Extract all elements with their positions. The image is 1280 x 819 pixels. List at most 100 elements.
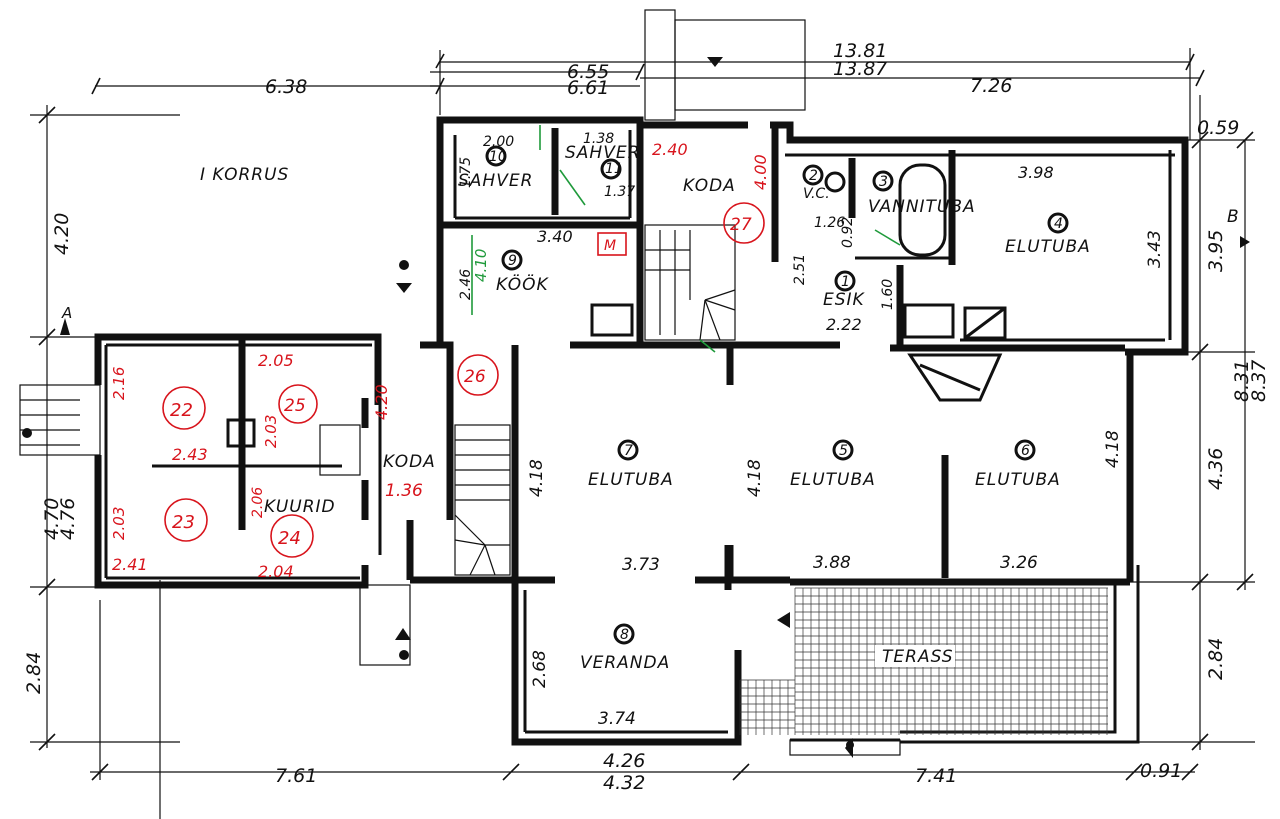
dim-label: 4.18 (527, 459, 547, 497)
dim-label: 3.73 (622, 555, 660, 575)
dim-label: 4.76 (57, 498, 79, 540)
red-note: 2.16 (110, 367, 128, 400)
room-name-koda: KODA (683, 176, 736, 196)
dim-label: 3.40 (537, 227, 573, 246)
dim-label: 3.98 (1018, 163, 1054, 182)
red-note: 4.00 (751, 154, 770, 190)
red-note: 2.04 (258, 562, 294, 581)
red-note: 2.43 (172, 445, 208, 464)
room-name-koda: KODA (383, 452, 436, 472)
dim-label: 13.81 (833, 40, 887, 62)
room-number: 3 (879, 174, 888, 190)
red-note: 22 (170, 400, 193, 421)
dim-label: 4.36 (1205, 448, 1227, 490)
dim-label: 2.84 (1205, 638, 1227, 680)
green-note: 4.10 (472, 249, 490, 282)
section-mark-a: A (61, 304, 72, 322)
dim-label: 8.37 (1248, 360, 1270, 402)
room-name-vannituba: VANNITUBA (868, 197, 976, 217)
section-mark-b: B (1227, 207, 1239, 227)
room-number: 10 (489, 149, 507, 165)
red-note: 2.41 (112, 555, 148, 574)
dim-label: 6.55 (567, 61, 609, 83)
dim-label: 3.74 (598, 709, 636, 729)
red-notes: 2.40 4.00 27 26 22 25 23 24 2.05 2.16 2.… (110, 140, 770, 581)
room-number: 8 (620, 627, 629, 643)
red-note: 24 (278, 528, 301, 549)
dim-label: 3.26 (1000, 553, 1038, 573)
red-note: 4.20 (372, 384, 391, 420)
room-name-veranda: VERANDA (580, 653, 670, 673)
dim-label: 2.22 (826, 315, 862, 334)
room-name-esik: ESIK (823, 290, 866, 310)
dim-label: 3.88 (813, 553, 851, 573)
dim-label: 1.26 (814, 215, 845, 231)
room-name-kuurid: KUURID (264, 497, 336, 517)
terrace-label-bg (875, 645, 955, 667)
dim-label: 6.38 (265, 76, 307, 98)
red-note: 25 (284, 396, 306, 416)
red-note: 2.03 (110, 507, 128, 540)
dim-label: 1.37 (604, 184, 635, 200)
dim-label: 1.75 (458, 157, 474, 188)
dim-label: 4.18 (1103, 430, 1123, 468)
red-note: 2.40 (652, 140, 688, 159)
dim-label: 3.95 (1205, 230, 1227, 272)
room-number: 2 (809, 168, 818, 184)
room-number: 6 (1021, 443, 1030, 459)
green-marks (471, 125, 901, 353)
room-name-terass: TERASS (882, 647, 954, 667)
red-note: 2.03 (262, 415, 280, 448)
dim-label: 2.68 (530, 650, 550, 688)
dim-label: 4.26 (603, 750, 645, 772)
dim-label: 2.46 (458, 269, 474, 300)
dimension-labels: 6.38 6.55 6.61 13.81 13.87 7.26 0.59 3.9… (23, 40, 1270, 794)
staircase-side (454, 424, 511, 576)
red-note: 27 (730, 215, 752, 235)
dim-label: 1.38 (583, 131, 614, 147)
dim-label: 8.31 (1231, 360, 1253, 402)
red-note: 2.05 (258, 351, 294, 370)
room-number: 4 (1054, 216, 1063, 232)
room-name-elutuba: ELUTUBA (790, 470, 876, 490)
room-name-kook: KÖÖK (496, 273, 549, 295)
dim-label: 0.59 (1197, 117, 1239, 139)
room-name-sahver: SAHVER (458, 171, 533, 191)
dim-label: 3.43 (1145, 230, 1165, 268)
red-note: 1.36 (385, 481, 423, 501)
red-note: 26 (464, 367, 486, 387)
walls (94, 116, 1189, 746)
room-name-elutuba: ELUTUBA (975, 470, 1061, 490)
red-note: 2.06 (250, 487, 266, 518)
room-number: 9 (508, 253, 517, 269)
room-number: 1 (841, 274, 850, 290)
fixtures (226, 163, 1007, 448)
dim-label: 0.92 (840, 217, 856, 248)
room-name-elutuba: ELUTUBA (588, 470, 674, 490)
room-number: 7 (624, 443, 633, 459)
dim-label: 2.51 (792, 254, 808, 285)
dim-label: 7.41 (915, 765, 957, 787)
dim-label: 0.91 (1140, 760, 1182, 782)
dim-label: 6.61 (567, 77, 609, 99)
dim-label: 4.70 (41, 498, 63, 540)
dim-label: 7.61 (275, 765, 317, 787)
dim-label: 7.26 (970, 75, 1012, 97)
entrance-steps (19, 9, 901, 756)
dim-label: 4.32 (603, 772, 645, 794)
room-number-circles (485, 145, 1069, 645)
room-labels: 2 3 4 1 5 6 7 8 9 10 11 SAHVER SAHVER KO… (264, 143, 1090, 673)
room-number: 11 (605, 161, 623, 177)
room-name-wc: V.C. (803, 186, 830, 202)
red-room-circles (162, 202, 765, 558)
red-note: 23 (172, 512, 195, 533)
dim-label: 2.00 (483, 134, 514, 150)
dim-label: 1.60 (880, 279, 896, 310)
dim-label: 4.18 (745, 459, 765, 497)
dim-label: 13.87 (833, 58, 887, 80)
dim-label: 4.20 (51, 213, 73, 255)
staircase-main (644, 224, 736, 341)
dim-label: 2.84 (23, 652, 45, 694)
entrance-arrows (22, 57, 1250, 758)
